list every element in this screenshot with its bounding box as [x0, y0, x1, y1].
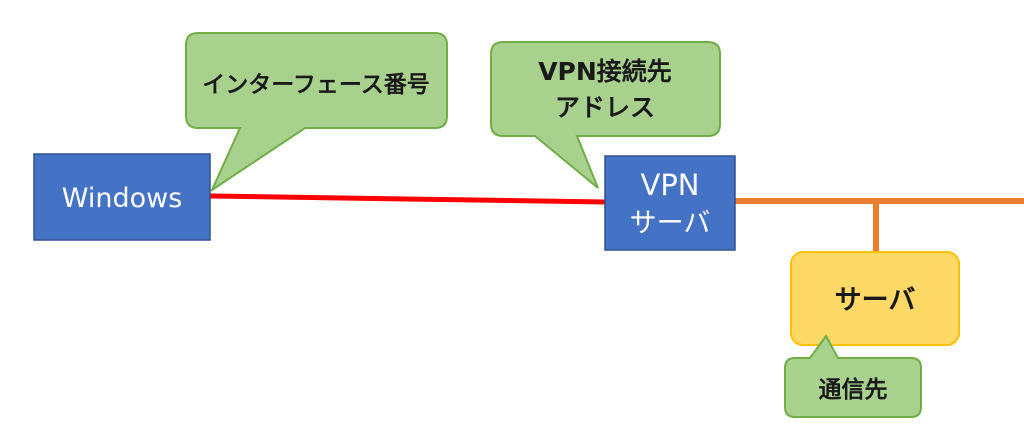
vpn-server-label-line2: サーバ [630, 208, 711, 239]
windows-to-vpn-link [209, 193, 606, 205]
vpn-address-label-line2: アドレス [555, 93, 655, 122]
vpn-address-label-line1: VPN接続先 [538, 57, 672, 86]
windows-label: Windows [62, 183, 183, 214]
destination-callout: 通信先 [784, 334, 922, 418]
vpn-address-callout: VPN接続先 アドレス [490, 41, 721, 189]
destination-label: 通信先 [819, 376, 888, 403]
server-node[interactable]: サーバ [790, 251, 960, 346]
interface-number-callout: インターフェース番号 [185, 32, 448, 193]
interface-number-label: インターフェース番号 [202, 72, 429, 98]
server-label: サーバ [835, 285, 916, 316]
windows-node[interactable]: Windows [33, 153, 211, 241]
vpn-server-node[interactable]: VPN サーバ [604, 155, 736, 251]
vpn-server-label-line1: VPN [640, 168, 699, 202]
